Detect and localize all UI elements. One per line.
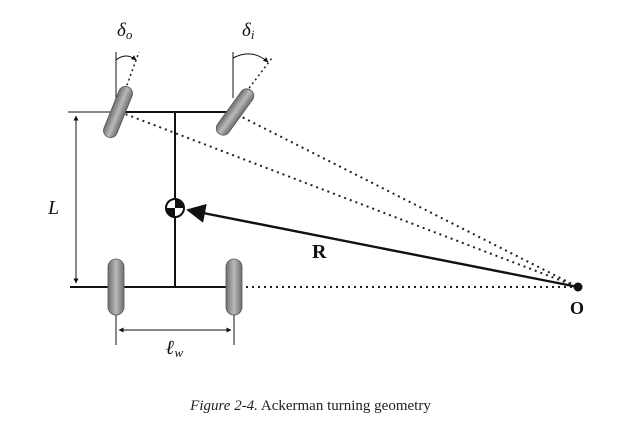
inner-wheel-ray: [231, 111, 579, 288]
radius-label: R: [312, 241, 327, 263]
track-width-label: ℓw: [166, 337, 184, 360]
delta-o-arc: [115, 55, 137, 61]
outer-wheel-heading: [119, 51, 140, 105]
front-right-wheel: [215, 88, 255, 136]
rear-left-wheel: [107, 258, 125, 316]
turning-radius-arrow: [186, 203, 579, 289]
rear-right-wheel: [225, 258, 243, 316]
delta-i-label: δi: [242, 20, 255, 42]
figure-caption: Figure 2-4. Ackerman turning geometry: [0, 398, 621, 415]
turning-center-point: [573, 282, 583, 292]
outer-wheel-ray: [119, 111, 579, 288]
figure-title: Ackerman turning geometry: [260, 398, 431, 414]
delta-i-arc: [232, 53, 269, 63]
center-of-gravity-icon: [165, 198, 185, 218]
delta-o-label: δo: [117, 20, 133, 42]
front-left-wheel: [103, 86, 133, 138]
turning-center-label: O: [570, 298, 584, 318]
figure-number: Figure 2-4.: [190, 398, 258, 414]
wheelbase-label: L: [47, 197, 59, 219]
